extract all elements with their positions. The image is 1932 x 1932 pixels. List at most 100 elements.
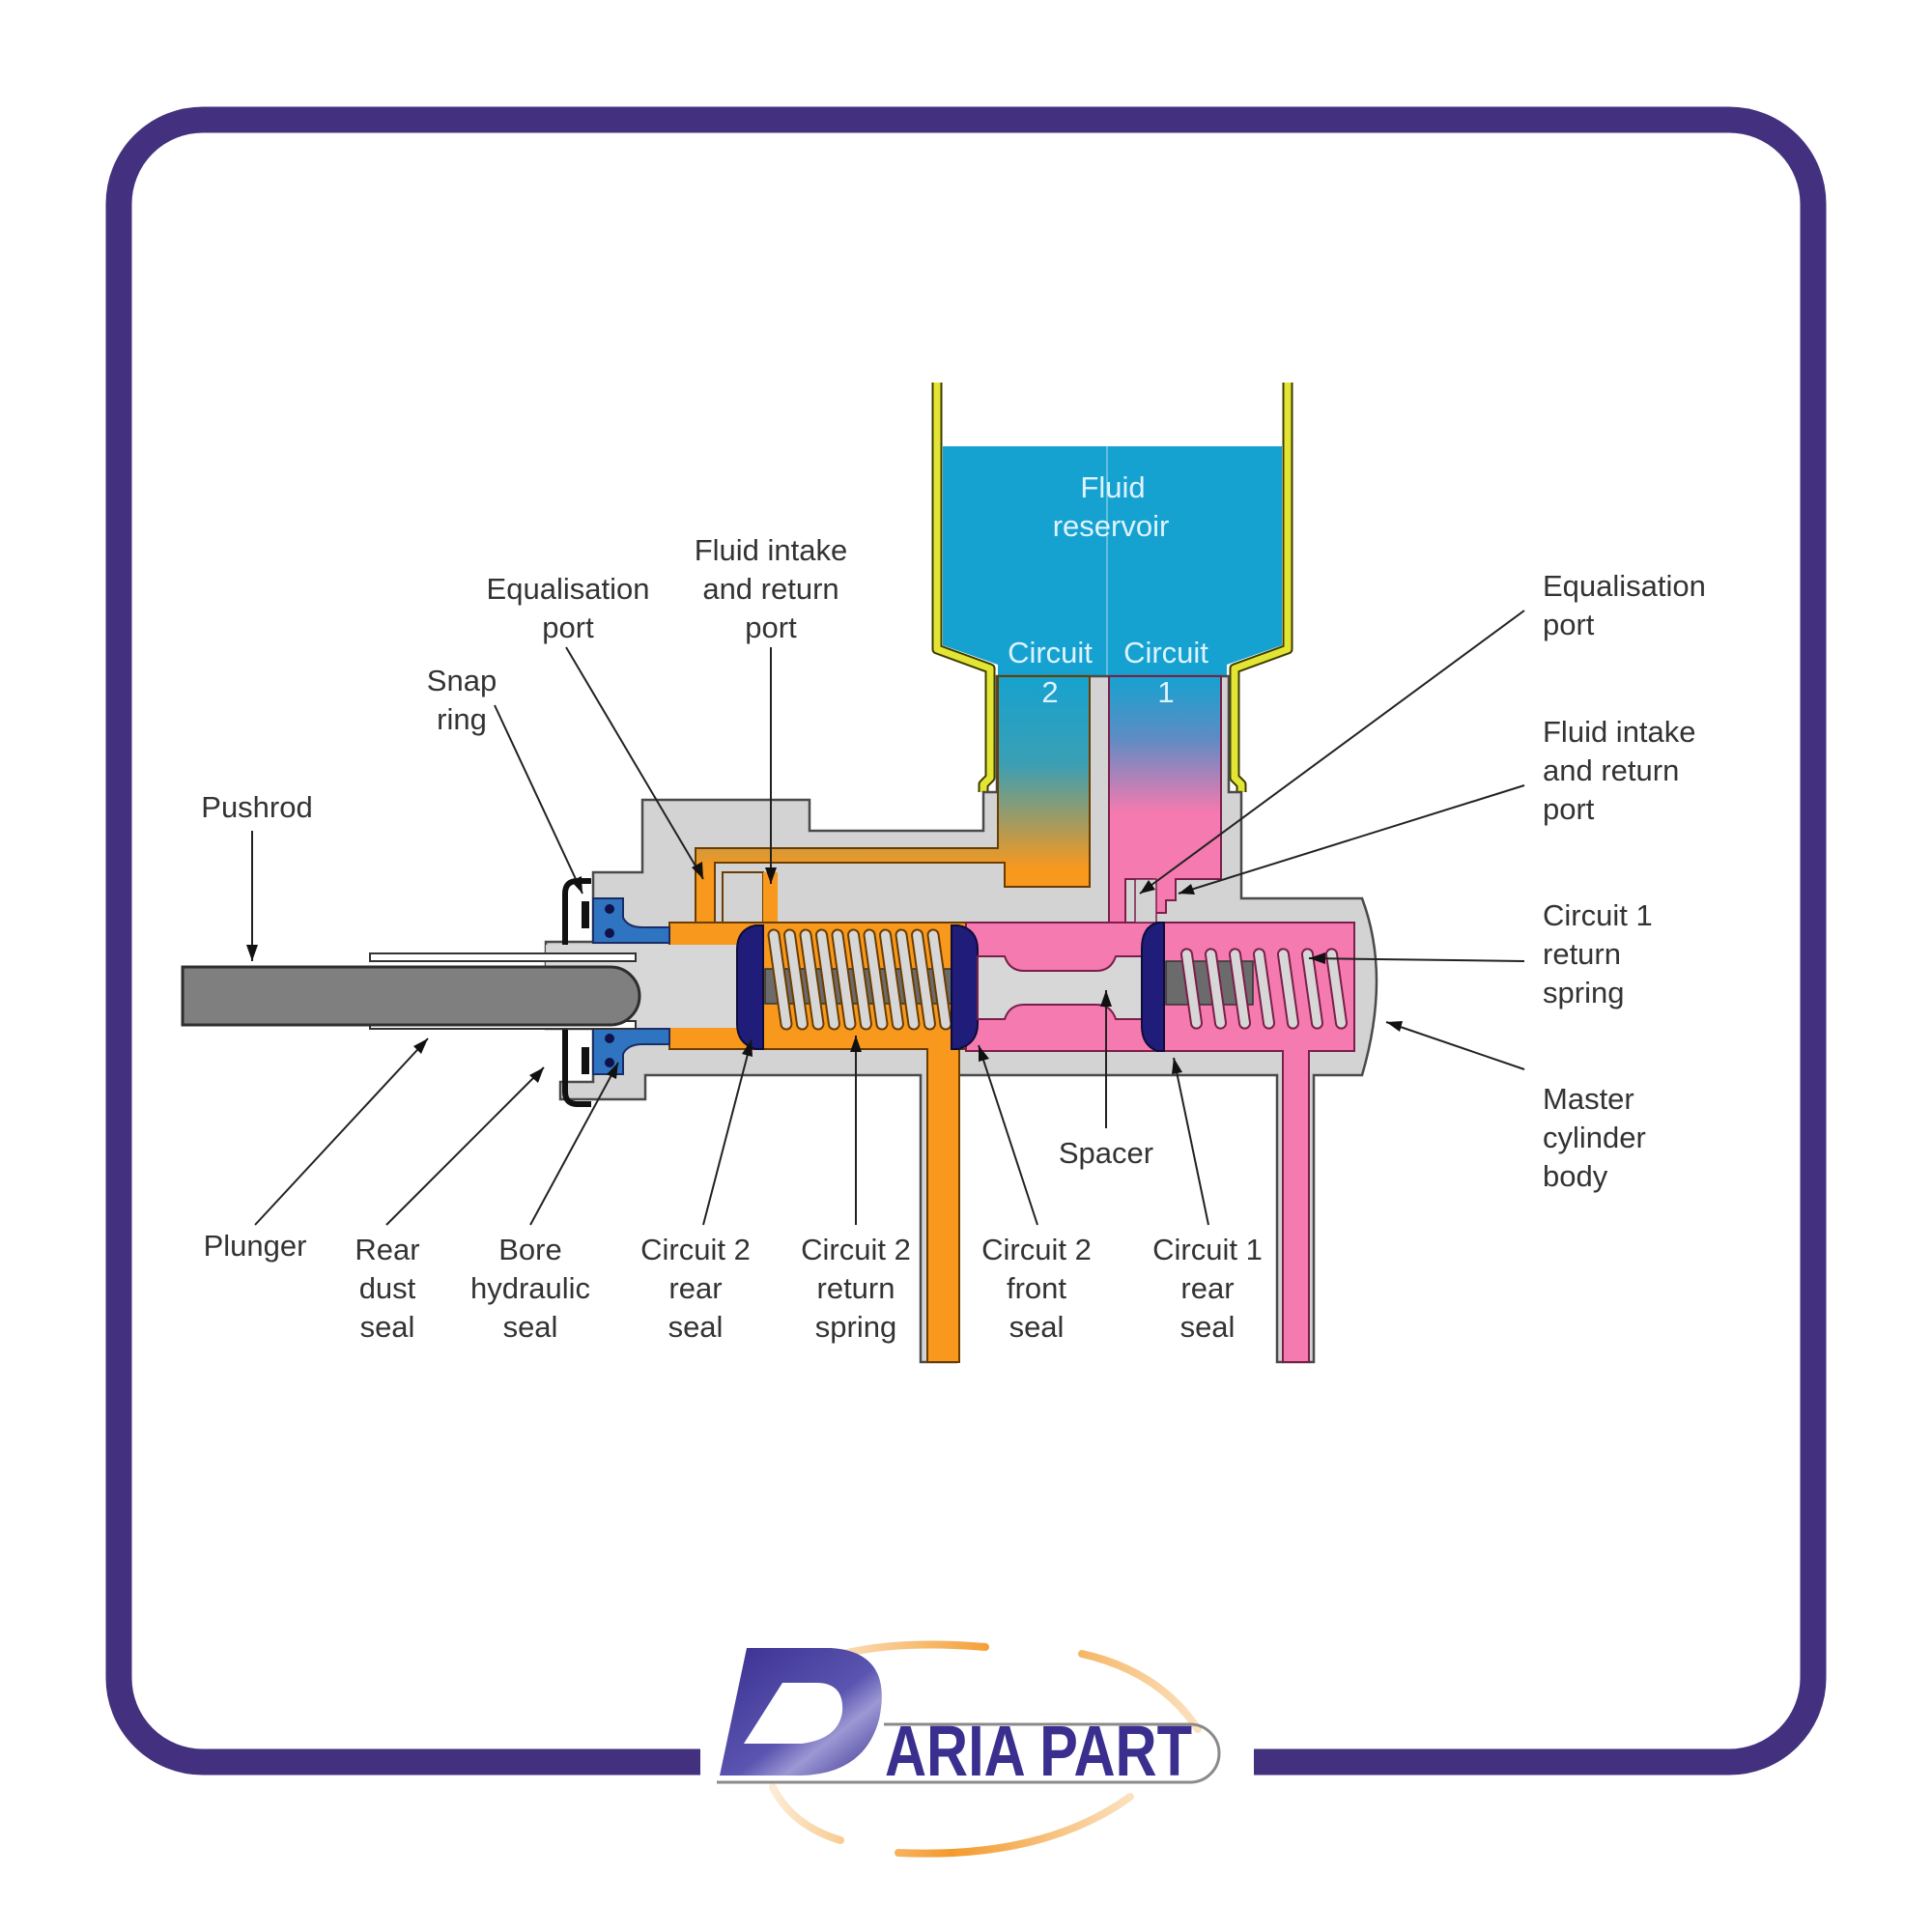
label-line: port <box>745 611 797 644</box>
arrowhead <box>742 1039 753 1057</box>
reservoir-label-line1: Fluid <box>1080 470 1145 504</box>
reservoir-wall-right-fill <box>1231 383 1292 792</box>
leader-equalisation-right <box>1139 610 1525 895</box>
arrowhead <box>246 945 258 961</box>
circuit-1-label-line1: Circuit <box>1123 636 1208 669</box>
label-line: Spacer <box>1059 1136 1153 1170</box>
spring-coil <box>767 928 793 1031</box>
spring-coil <box>1252 948 1276 1030</box>
arrowhead <box>529 1067 544 1083</box>
label-line: Circuit 1 <box>1543 898 1653 932</box>
spring-coil <box>799 928 825 1031</box>
plunger-sleeve-top <box>369 952 637 962</box>
arrowhead <box>413 1038 428 1054</box>
arrowhead <box>1309 952 1325 964</box>
seal-dot <box>605 928 614 938</box>
leader-c2-rear-seal <box>702 1038 753 1226</box>
arrowhead <box>765 867 777 884</box>
circuit-2-label-line1: Circuit <box>1008 636 1093 669</box>
rear-dust-seal-cap-bottom <box>562 1021 591 1107</box>
label-pushrod: Pushrod <box>201 790 312 824</box>
label-line: hydraulic <box>470 1271 590 1305</box>
logo-orbit-bottom <box>769 1783 1134 1858</box>
circuit-1-return-spring <box>1179 948 1349 1030</box>
frame-border-path <box>105 106 1827 1776</box>
label-line: and return <box>1543 753 1679 787</box>
label-line: and return <box>702 572 838 606</box>
spring-coil <box>1179 948 1204 1030</box>
leader-c2-front-seal <box>978 1044 1038 1226</box>
circuit-1-chamber <box>965 922 1355 1363</box>
label-line: front <box>1007 1271 1066 1305</box>
leader-equalisation-left <box>565 646 704 880</box>
label-circuit2-front-seal: Circuit 2 front seal <box>981 1233 1092 1344</box>
circuit-2-intake-stub <box>722 871 764 923</box>
circuit-2-front-seal <box>951 924 979 1050</box>
arrowhead <box>1172 1058 1182 1074</box>
leader-plunger <box>254 1037 429 1226</box>
leader-bore-seal <box>529 1062 619 1226</box>
leader-fluid-intake-right <box>1178 784 1525 895</box>
arrowhead <box>692 862 703 879</box>
spring-coil <box>1228 948 1252 1030</box>
arrowhead <box>1140 880 1155 894</box>
arrowhead <box>607 1063 618 1079</box>
logo-pill-outline <box>717 1722 1221 1784</box>
arrowhead <box>571 876 582 894</box>
arrowhead <box>850 1036 862 1052</box>
label-line: port <box>1543 792 1595 826</box>
daria-part-logo: ARIA PART <box>717 1640 1221 1858</box>
leader-c1-rear-seal <box>1173 1057 1209 1226</box>
leader-lines <box>251 610 1525 1226</box>
label-line: spring <box>815 1310 896 1344</box>
label-line: Circuit 2 <box>801 1233 911 1266</box>
label-line: dust <box>359 1271 416 1305</box>
spring-coil <box>1324 948 1349 1030</box>
reservoir-label-line2: reservoir <box>1053 509 1170 543</box>
label-bore-hydraulic-seal: Bore hydraulic seal <box>470 1233 590 1344</box>
seal-dot <box>605 1058 614 1067</box>
arrowhead <box>979 1045 989 1062</box>
master-cylinder-diagram: Fluid reservoir Circuit 2 Circuit 1 <box>181 383 1706 1364</box>
label-line: Equalisation <box>1543 569 1706 603</box>
spring-coil <box>1276 948 1300 1030</box>
label-line: Circuit 2 <box>640 1233 751 1266</box>
label-line: port <box>1543 608 1595 641</box>
label-master-cylinder-body: Master cylinder body <box>1543 1082 1646 1193</box>
arrowhead <box>1100 990 1112 1007</box>
circuit-2-reservoir-channel <box>695 675 1091 1028</box>
label-line: Master <box>1543 1082 1634 1116</box>
label-snap-ring: Snap ring <box>427 664 497 736</box>
circuit-1-label-line2: 1 <box>1157 675 1174 709</box>
label-line: Snap <box>427 664 497 697</box>
spring-coil <box>847 928 872 1031</box>
circuit-2-return-spring <box>767 928 952 1031</box>
circuit-1-rear-seal <box>1141 922 1165 1052</box>
pushrod <box>181 965 641 1027</box>
label-line: seal <box>503 1310 558 1344</box>
seal-dot <box>605 1034 614 1043</box>
label-line: ring <box>437 702 487 736</box>
circuit-2-rear-seal <box>736 924 764 1050</box>
snap-ring-top <box>582 901 589 928</box>
label-line: body <box>1543 1159 1608 1193</box>
label-line: Rear <box>355 1233 419 1266</box>
label-line: seal <box>668 1310 724 1344</box>
circuit-2-label-line2: 2 <box>1041 675 1058 709</box>
leader-snap-ring <box>494 704 583 895</box>
logo-text: ARIA PART <box>885 1711 1192 1791</box>
label-line: Equalisation <box>487 572 650 606</box>
label-line: Circuit 2 <box>981 1233 1092 1266</box>
label-line: Bore <box>498 1233 561 1266</box>
label-line: cylinder <box>1543 1121 1646 1154</box>
arrowhead <box>1386 1021 1403 1032</box>
label-line: seal <box>1009 1310 1065 1344</box>
spring-coil <box>783 928 809 1031</box>
